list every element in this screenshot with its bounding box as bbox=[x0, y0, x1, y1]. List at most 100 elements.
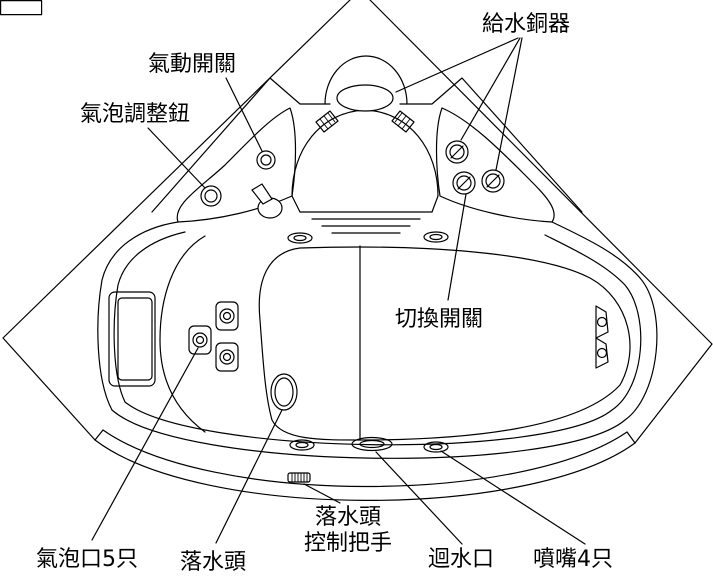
right-jet-1-core bbox=[596, 316, 608, 328]
air-outlet-2 bbox=[215, 342, 239, 372]
leader-air-switch bbox=[225, 77, 263, 152]
back-arch bbox=[291, 109, 439, 197]
label-drain: 落水頭 bbox=[180, 550, 246, 575]
leader-drain-handle bbox=[303, 483, 341, 504]
leader-bubble-knob bbox=[147, 127, 206, 189]
frame-corner-box bbox=[0, 0, 43, 16]
right-jet-1-housing bbox=[595, 305, 609, 339]
drain-control-handle-grip bbox=[291, 473, 308, 482]
nozzle-top-right bbox=[423, 231, 449, 243]
deck-rim-left-join bbox=[94, 429, 104, 441]
bubble-adjust-knob bbox=[200, 185, 222, 207]
nozzle-bottom-right bbox=[423, 441, 449, 453]
back-pad bbox=[108, 291, 156, 387]
air-outlet-3-ring bbox=[192, 332, 208, 348]
label-return-outlet: 迴水口 bbox=[428, 547, 494, 572]
nozzle-top-left-ring bbox=[287, 232, 313, 244]
drain bbox=[270, 373, 298, 411]
nozzle-bottom-left-core bbox=[295, 441, 309, 449]
water-fitting-1 bbox=[445, 140, 469, 164]
label-drain-handle-line2: 控制把手 bbox=[304, 531, 392, 556]
drain-lever-handle bbox=[251, 183, 273, 205]
leader-nozzles bbox=[440, 450, 586, 545]
leader-diverter-switch bbox=[447, 193, 467, 301]
headrest-jet-right-body bbox=[391, 110, 415, 133]
deck-outer-right-edge bbox=[369, 0, 713, 444]
label-water-fitting: 給水銅器 bbox=[482, 12, 570, 37]
basin-inner-edge bbox=[113, 231, 642, 446]
nozzle-top-right-ring bbox=[423, 231, 449, 243]
deck-front-outer-arc bbox=[94, 439, 636, 501]
water-fitting-1-cap bbox=[449, 144, 465, 160]
return-outlet-ring bbox=[351, 436, 393, 452]
right-jet-2-housing bbox=[595, 337, 609, 369]
drain-control-handle-body bbox=[287, 472, 311, 483]
air-outlet-3-housing bbox=[188, 325, 212, 355]
water-fitting-3-slot bbox=[486, 174, 500, 188]
air-switch-ring bbox=[256, 150, 276, 170]
leader-drain bbox=[215, 409, 283, 544]
deck-front-rim-arc bbox=[102, 429, 628, 488]
left-bench-edge bbox=[159, 235, 206, 433]
return-outlet bbox=[351, 436, 393, 452]
headrest-jet-left-body bbox=[315, 110, 339, 133]
nozzle-bottom-left bbox=[289, 439, 315, 451]
air-switch-button bbox=[260, 154, 272, 166]
air-outlet-1-housing bbox=[215, 301, 239, 331]
corner-panel-left-edge bbox=[151, 77, 331, 213]
water-fitting-3 bbox=[481, 169, 505, 193]
nozzle-top-right-core bbox=[429, 233, 443, 241]
water-fitting-1-ring bbox=[445, 140, 469, 164]
nozzle-bottom-right-core bbox=[429, 443, 443, 451]
right-jet-2 bbox=[595, 337, 609, 369]
basin-outer-edge bbox=[97, 221, 658, 459]
nozzle-bottom-right-ring bbox=[423, 441, 449, 453]
step-side-left bbox=[291, 195, 301, 213]
label-air-outlets: 氣泡口5只 bbox=[36, 547, 138, 572]
label-nozzles: 噴嘴4只 bbox=[533, 547, 613, 572]
headrest-dome bbox=[324, 55, 408, 105]
right-jet-1 bbox=[595, 305, 609, 339]
label-bubble-knob: 氣泡調整鈕 bbox=[80, 102, 190, 127]
step-side-right bbox=[431, 195, 439, 213]
label-drain-handle-line1: 落水頭 bbox=[315, 505, 381, 530]
return-outlet-core bbox=[359, 439, 385, 449]
bubble-adjust-knob-ring bbox=[200, 185, 222, 207]
bubble-adjust-knob-cap bbox=[204, 189, 218, 203]
headrest-cap bbox=[336, 84, 394, 112]
leader-air-outlets bbox=[91, 347, 199, 541]
water-fitting-2-slot bbox=[457, 176, 471, 190]
water-fitting-1-slot bbox=[450, 145, 464, 159]
headrest-jet-right-hatch bbox=[394, 112, 411, 130]
air-outlet-2-core bbox=[222, 352, 232, 362]
leader-water-fitting bbox=[395, 37, 523, 171]
air-outlet-3-core bbox=[195, 335, 205, 345]
drain-core bbox=[274, 377, 294, 407]
left-deck-panel bbox=[176, 107, 297, 223]
air-outlet-2-housing bbox=[215, 342, 239, 372]
drain-control-handle bbox=[287, 472, 311, 483]
label-air-switch: 氣動開關 bbox=[148, 52, 236, 77]
water-fitting-2 bbox=[452, 171, 476, 195]
deck-rim-right-join bbox=[626, 431, 636, 444]
drain-lever bbox=[251, 183, 283, 219]
headrest-jet-left bbox=[315, 110, 339, 133]
nozzle-bottom-left-ring bbox=[289, 439, 315, 451]
water-fitting-3-cap bbox=[485, 173, 501, 189]
label-diverter-switch: 切換開關 bbox=[395, 307, 483, 332]
headrest-jet-left-hatch bbox=[319, 112, 336, 130]
corner-panel-right-edge bbox=[399, 77, 583, 213]
nozzle-top-left-core bbox=[293, 234, 307, 242]
leader-return-outlet bbox=[375, 451, 463, 545]
air-outlet-1 bbox=[215, 301, 239, 331]
air-outlet-2-ring bbox=[219, 349, 235, 365]
drain-ring bbox=[270, 373, 298, 411]
deck-outer-left-edge bbox=[2, 0, 351, 441]
water-fitting-2-ring bbox=[452, 171, 476, 195]
water-fitting-3-ring bbox=[481, 169, 505, 193]
back-pad-inner bbox=[117, 297, 153, 381]
air-outlet-1-core bbox=[222, 311, 232, 321]
water-fitting-2-cap bbox=[456, 175, 472, 191]
nozzle-top-left bbox=[287, 232, 313, 244]
right-deck-panel bbox=[435, 107, 555, 223]
